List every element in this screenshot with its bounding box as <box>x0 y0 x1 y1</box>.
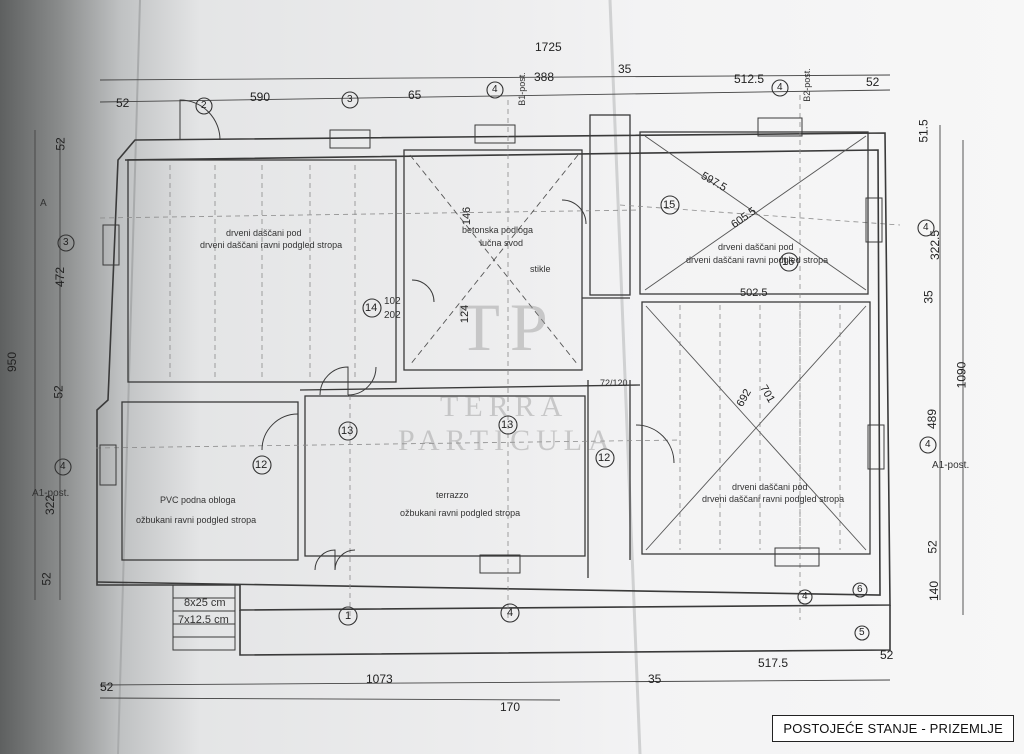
room1-floor: drveni daščani pod <box>226 228 302 238</box>
stairs-label-2: 7x12.5 cm <box>178 614 229 626</box>
room2-floor: PVC podna obloga <box>160 495 236 505</box>
room4-floor: drveni daščani pod <box>718 242 794 252</box>
hall-label-b: lučna svod <box>480 238 524 248</box>
vault-diagonals <box>409 135 867 551</box>
dim-bottom-right-end: 52 <box>880 648 894 662</box>
marker-5: 5 <box>859 627 865 638</box>
marker-13-b: 13 <box>501 419 514 431</box>
room3-ceiling: ožbukani ravni podgled stropa <box>400 508 521 518</box>
dim-top-w2: 590 <box>250 90 271 104</box>
marker-4-small: 4 <box>802 591 808 602</box>
marker-3-left: 3 <box>63 237 69 248</box>
dim-top-total: 1725 <box>535 40 562 54</box>
marker-6: 6 <box>857 584 863 595</box>
dim-top-w6: 512.5 <box>734 72 765 86</box>
marker-4-top-a: 4 <box>492 84 498 95</box>
dim-top-w5: 35 <box>618 62 632 76</box>
marker-15: 15 <box>663 199 676 211</box>
room1-ceiling: drveni daščani ravni podgled stropa <box>200 240 343 250</box>
marker-4-top-b: 4 <box>777 82 783 93</box>
dim-bottom-main: 1073 <box>366 672 393 686</box>
paper-folds <box>117 0 642 754</box>
dim-room-d3: 502.5 <box>740 287 768 299</box>
marker-3-top: 3 <box>347 94 353 105</box>
plan-caption: POSTOJEĆE STANJE - PRIZEMLJE <box>772 715 1014 742</box>
stairs <box>172 584 236 651</box>
dim-top-w4: 388 <box>534 70 555 84</box>
interior-walls <box>121 114 871 578</box>
watermark-line1: TERRA <box>440 390 569 423</box>
outer-walls <box>96 132 891 656</box>
axis-markers <box>54 79 937 641</box>
marker-4-right-a: 4 <box>923 222 929 233</box>
watermark-line2: PARTICULA <box>398 424 616 457</box>
dim-top-w3: 65 <box>408 88 422 102</box>
dim-top-w7: 52 <box>866 75 880 89</box>
room5-ceiling: drveni daščani ravni podgled stropa <box>702 494 845 504</box>
room4-ceiling: drveni daščani ravni podgled stropa <box>686 255 829 265</box>
dimension-lines <box>34 74 964 701</box>
marker-1-bottom: 1 <box>345 610 352 622</box>
marker-12-a: 12 <box>255 459 268 471</box>
door-label-1: 102 <box>384 296 401 307</box>
dim-top-w1: 52 <box>116 96 130 110</box>
axis-b2-label: B2-post. <box>801 68 812 102</box>
hall-label-a: betonska podloga <box>462 225 534 235</box>
axis-b1-label: B1-post. <box>516 72 527 106</box>
marker-13-a: 13 <box>341 425 354 437</box>
axis-a-label: A <box>40 198 47 209</box>
dim-bottom-gap: 35 <box>648 672 662 686</box>
marker-12-b: 12 <box>598 452 611 464</box>
marker-4-right-b: 4 <box>925 439 931 450</box>
dim-bottom-left: 52 <box>100 680 114 694</box>
door-label-3: 72/120 <box>600 378 628 388</box>
doors <box>179 99 675 571</box>
marker-2-top: 2 <box>201 100 207 111</box>
marker-14: 14 <box>365 302 378 314</box>
room3-floor: terrazzo <box>436 490 469 500</box>
dim-bottom-right: 517.5 <box>758 656 789 670</box>
axis-a1-right-label: A1-post. <box>932 460 970 471</box>
windows <box>99 117 885 574</box>
dim-bottom-total: 170 <box>500 700 521 714</box>
marker-16: 16 <box>782 256 795 268</box>
marker-4-bottom: 4 <box>507 607 514 619</box>
door-label-2: 202 <box>384 310 401 321</box>
ceiling-beam-lines <box>95 95 901 620</box>
watermark-logo-mark: TP <box>458 289 558 365</box>
watermark-logo: TP <box>438 292 578 372</box>
room5-floor: drveni daščani pod <box>732 482 808 492</box>
marker-4-left: 4 <box>60 461 66 472</box>
stairs-label-1: 8x25 cm <box>184 597 226 609</box>
hall-label-c: stikle <box>530 264 551 274</box>
room2-ceiling: ožbukani ravni podgled stropa <box>136 515 257 525</box>
axis-a1-left-label: A1-post. <box>32 488 70 499</box>
